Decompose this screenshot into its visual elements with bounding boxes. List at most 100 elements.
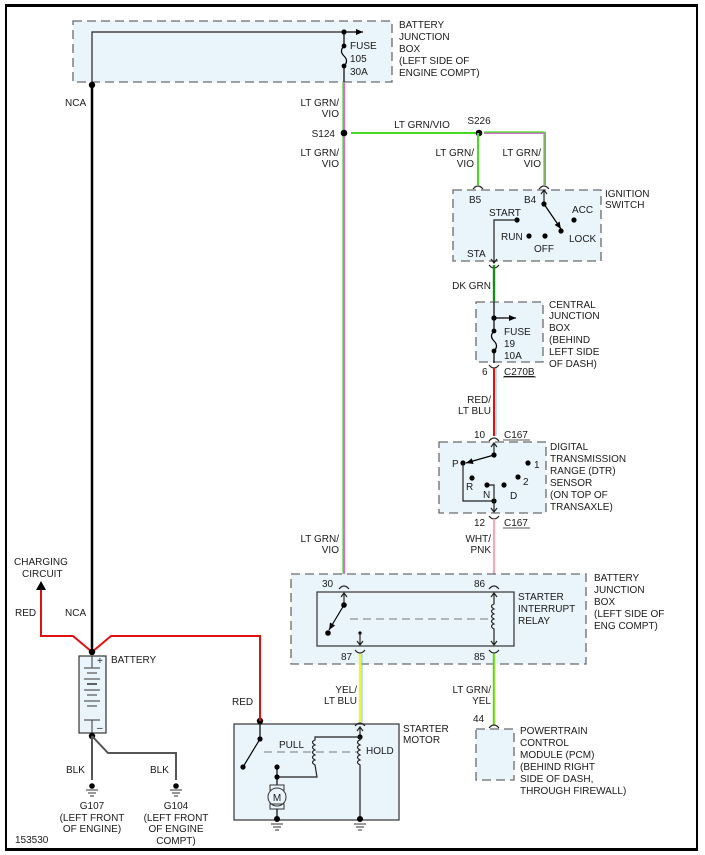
svg-text:(ON TOP OF: (ON TOP OF (550, 490, 608, 501)
relay-pin-87: 87 (341, 652, 353, 663)
svg-text:–: – (97, 723, 103, 734)
pin-b4: B4 (524, 195, 537, 206)
ground-icon (354, 823, 366, 831)
svg-text:M: M (273, 793, 281, 804)
wire-label: LT GRN/ (300, 148, 339, 159)
wire-label: LT GRN/ (502, 148, 541, 159)
position-n: N (483, 490, 490, 501)
svg-text:LEFT SIDE: LEFT SIDE (549, 347, 600, 358)
wire-label: YEL/ (335, 685, 357, 696)
svg-text:POWERTRAIN: POWERTRAIN (520, 726, 588, 737)
svg-text:OF ENGINE): OF ENGINE) (63, 824, 121, 835)
wire-ltgrnvio-main (342, 82, 346, 585)
svg-text:+: + (97, 656, 103, 667)
pin-b5: B5 (469, 195, 482, 206)
wire-label-blk: BLK (66, 765, 85, 776)
relay-name: STARTER INTERRUPT RELAY (518, 592, 575, 627)
connector-c167-bottom: C167 (504, 518, 528, 529)
wire-label-blk: BLK (150, 765, 169, 776)
position-p: P (452, 459, 459, 470)
relay-pin-85: 85 (474, 652, 486, 663)
wire-label: VIO (322, 545, 339, 556)
wire-label-nca-top: NCA (65, 98, 86, 109)
splice-s124-label: S124 (312, 129, 336, 140)
dtr-contact (465, 454, 495, 464)
svg-text:COMPT): COMPT) (156, 836, 195, 847)
pcm-name: POWERTRAIN CONTROL MODULE (PCM) (BEHIND … (520, 726, 626, 797)
wire-label-red-starter: RED (232, 697, 253, 708)
wire-label: YEL (472, 696, 491, 707)
hold-label: HOLD (366, 746, 394, 757)
charging-circuit-label: CHARGING CIRCUIT (14, 557, 68, 580)
ground-g107-icon (86, 783, 98, 797)
position-2: 2 (523, 477, 529, 488)
svg-text:CONTROL: CONTROL (520, 738, 569, 749)
svg-text:BOX: BOX (594, 597, 615, 608)
ignition-switch-name: IGNITION SWITCH (605, 189, 649, 211)
relay-pin-86: 86 (474, 579, 486, 590)
position-1: 1 (534, 460, 540, 471)
svg-text:(LEFT FRONT: (LEFT FRONT (144, 813, 209, 824)
svg-text:(LEFT SIDE OF: (LEFT SIDE OF (594, 609, 664, 620)
svg-text:ENGINE COMPT): ENGINE COMPT) (399, 68, 480, 79)
svg-text:(LEFT FRONT: (LEFT FRONT (60, 813, 125, 824)
motor-icon: M (267, 784, 287, 810)
fuse-19-icon (490, 330, 498, 352)
bjb-top-name: BATTERY JUNCTION BOX (LEFT SIDE OF ENGIN… (399, 20, 480, 79)
wire-label-ltgrnvio-h: LT GRN/VIO (394, 120, 450, 131)
splice-s226-label: S226 (467, 116, 491, 127)
svg-text:RANGE (DTR): RANGE (DTR) (550, 466, 616, 477)
wire-label: RED/ (467, 395, 491, 406)
pull-label: PULL (279, 740, 304, 751)
fuse-105-rating: 30A (350, 67, 368, 78)
ignition-switch-box (452, 189, 602, 262)
svg-text:SWITCH: SWITCH (605, 200, 644, 211)
svg-text:STARTER: STARTER (403, 724, 449, 735)
position-lock: LOCK (569, 234, 597, 245)
pcm-box (475, 728, 515, 781)
relay-pin-30: 30 (322, 579, 334, 590)
svg-text:IGNITION: IGNITION (605, 189, 649, 200)
ignition-switch-contact (543, 203, 562, 230)
wire-label-red-charge: RED (15, 608, 36, 619)
wire-label: LT BLU (324, 696, 357, 707)
charging-arrow-icon (36, 581, 46, 590)
svg-text:THROUGH FIREWALL): THROUGH FIREWALL) (520, 786, 626, 797)
fuse-19-number: 19 (504, 339, 516, 350)
svg-text:ENG COMPT): ENG COMPT) (594, 621, 658, 632)
wire-label-nca-bottom: NCA (65, 608, 86, 619)
svg-text:BATTERY: BATTERY (594, 573, 640, 584)
splice-s124 (340, 129, 348, 137)
wire-yelltblu (358, 654, 363, 722)
dtr-pin-12: 12 (474, 518, 486, 529)
position-d: D (510, 491, 517, 502)
pull-coil-icon (278, 736, 360, 778)
svg-text:OF DASH): OF DASH) (549, 359, 597, 370)
battery-label: BATTERY (111, 655, 157, 666)
fuse-105-number: 105 (350, 54, 367, 65)
svg-text:JUNCTION: JUNCTION (399, 32, 450, 43)
wire-label-dkgrn: DK GRN (452, 281, 491, 292)
svg-text:MODULE (PCM): MODULE (PCM) (520, 750, 594, 761)
position-acc: ACC (572, 205, 593, 216)
dtr-sensor-name: DIGITAL TRANSMISSION RANGE (DTR) SENSOR … (550, 442, 626, 513)
svg-text:RELAY: RELAY (518, 616, 550, 627)
wire-label: VIO (322, 109, 339, 120)
wire-label: VIO (524, 159, 541, 170)
battery-icon: + – (78, 655, 107, 734)
svg-text:INTERRUPT: INTERRUPT (518, 604, 575, 615)
svg-text:BATTERY: BATTERY (399, 20, 445, 31)
svg-text:BOX: BOX (399, 44, 420, 55)
wire-label: LT GRN/ (300, 534, 339, 545)
svg-text:STARTER: STARTER (518, 592, 564, 603)
cjb-box (475, 301, 544, 363)
connector-c270b: C270B (504, 367, 535, 378)
wire-label: LT GRN/ (452, 685, 491, 696)
wire-ltgrnvio-horizontal (351, 131, 546, 185)
position-off: OFF (534, 244, 554, 255)
bjb-relay-name: BATTERY JUNCTION BOX (LEFT SIDE OF ENG C… (594, 573, 664, 632)
svg-text:(BEHIND: (BEHIND (549, 335, 590, 346)
wire-blk-g104 (91, 735, 177, 780)
wire-ltgrnyel (492, 654, 496, 725)
